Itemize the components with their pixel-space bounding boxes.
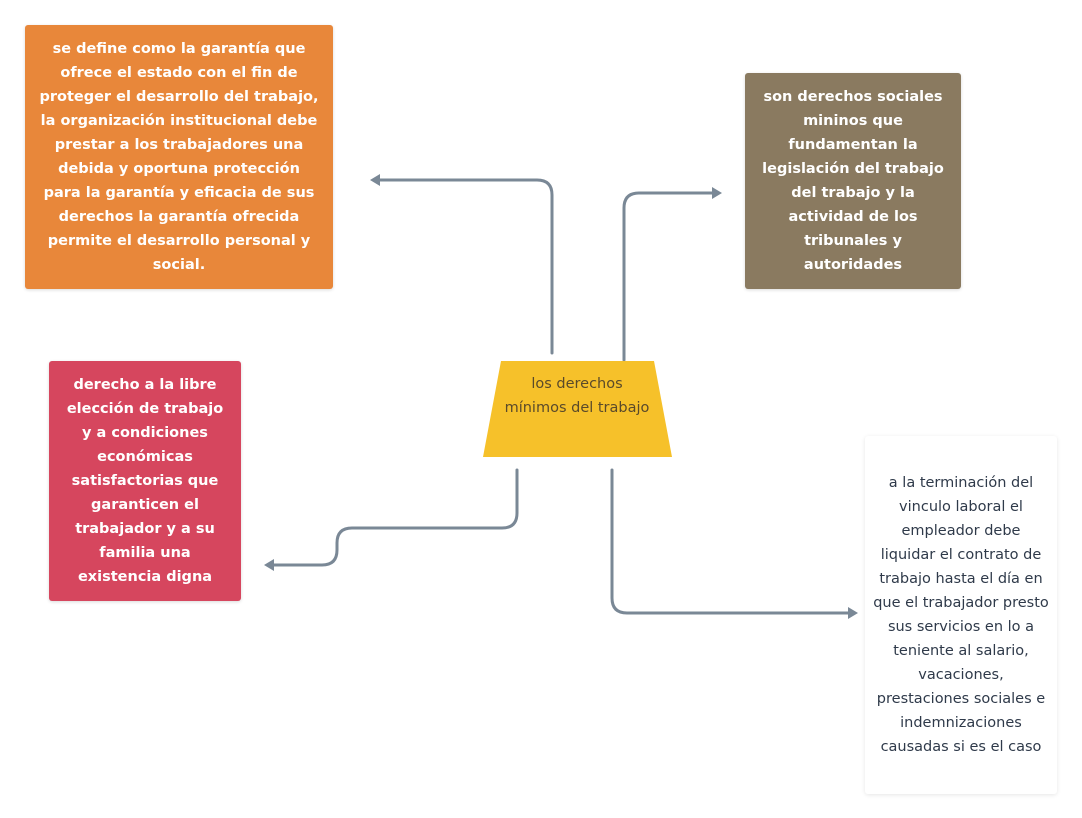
node-termination[interactable]: a la terminación del vinculo laboral el … xyxy=(865,436,1057,794)
node-free-choice-text: derecho a la libre elección de trabajo y… xyxy=(66,377,224,585)
connector-termination xyxy=(610,468,852,615)
connector-free-choice xyxy=(270,468,519,567)
arrowhead-definition xyxy=(370,174,380,186)
arrowhead-free-choice xyxy=(264,559,274,571)
node-free-choice[interactable]: derecho a la libre elección de trabajo y… xyxy=(49,361,241,601)
arrowhead-termination xyxy=(848,607,858,619)
node-definition-text: se define como la garantía que ofrece el… xyxy=(39,41,319,273)
connector-social-rights xyxy=(622,191,716,362)
arrowhead-social-rights xyxy=(712,187,722,199)
center-node-label[interactable]: los derechos mínimos del trabajo xyxy=(504,376,650,416)
connector-definition xyxy=(376,178,554,355)
node-termination-text: a la terminación del vinculo laboral el … xyxy=(873,475,1049,755)
node-social-rights-text: son derechos sociales mininos que fundam… xyxy=(762,89,944,273)
node-social-rights[interactable]: son derechos sociales mininos que fundam… xyxy=(745,73,961,289)
center-node-shape[interactable] xyxy=(483,361,672,457)
node-definition[interactable]: se define como la garantía que ofrece el… xyxy=(25,25,333,289)
